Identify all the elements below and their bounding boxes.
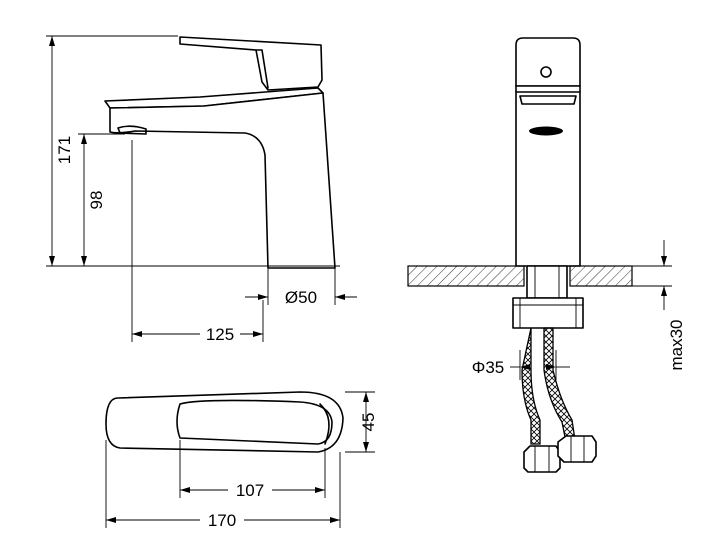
label-shank-diameter: Φ35 bbox=[472, 358, 504, 377]
front-body bbox=[515, 85, 581, 267]
label-deck-thickness: max30 bbox=[667, 319, 686, 370]
lever-detail bbox=[255, 49, 269, 89]
mounting-shank bbox=[512, 265, 584, 329]
front-outlet bbox=[529, 126, 563, 136]
label-hole-diameter: Ø50 bbox=[285, 288, 317, 307]
label-lever-length: 107 bbox=[236, 481, 264, 500]
front-view bbox=[515, 37, 581, 267]
label-spout-reach: 125 bbox=[206, 325, 234, 344]
dim-hole-diameter: Ø50 bbox=[245, 266, 357, 307]
deck-section bbox=[407, 265, 633, 287]
top-lever-outline bbox=[176, 399, 333, 445]
front-handle bbox=[515, 37, 581, 87]
label-height-total: 171 bbox=[55, 136, 74, 164]
top-view bbox=[105, 391, 344, 453]
dim-spout-reach: 125 bbox=[131, 140, 264, 344]
spout-body bbox=[109, 92, 336, 269]
dim-deck-thickness: max30 bbox=[632, 240, 686, 371]
hose-nut-left bbox=[523, 445, 561, 473]
hose-nut-right bbox=[557, 435, 597, 463]
lever-handle bbox=[179, 36, 323, 91]
supply-hoses bbox=[521, 327, 597, 473]
hose-right bbox=[543, 327, 576, 443]
label-spout-height: 98 bbox=[87, 191, 106, 210]
label-overall-length: 170 bbox=[208, 511, 236, 530]
top-body-outline bbox=[105, 391, 344, 453]
temperature-indicator bbox=[540, 66, 552, 78]
dim-body-width: 45 bbox=[345, 391, 378, 453]
dim-spout-height: 98 bbox=[78, 133, 125, 266]
dim-overall-length: 170 bbox=[105, 440, 341, 530]
dim-lever-length: 107 bbox=[179, 440, 326, 500]
mounting-nut bbox=[512, 297, 584, 329]
dim-shank-diameter: Φ35 bbox=[472, 350, 570, 380]
dim-height-total: 171 bbox=[46, 35, 178, 267]
side-view bbox=[104, 36, 340, 269]
hose-left bbox=[521, 327, 541, 445]
label-body-width: 45 bbox=[359, 413, 378, 432]
aerator bbox=[117, 125, 147, 135]
